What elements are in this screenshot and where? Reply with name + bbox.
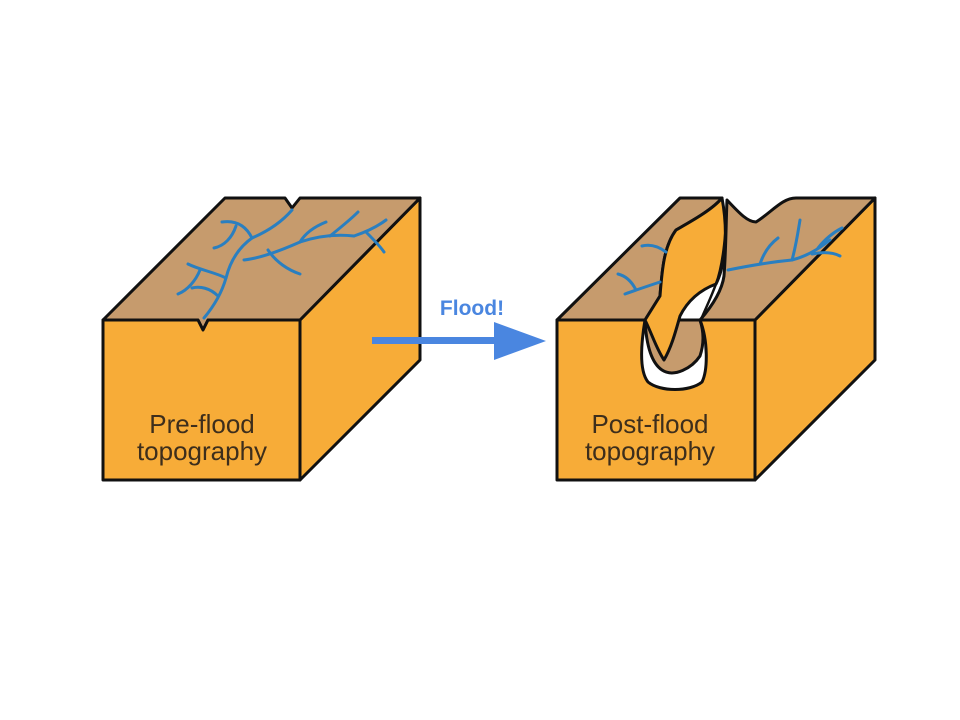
pre-flood-label-line2: topography: [137, 436, 267, 466]
post-flood-label-line2: topography: [585, 436, 715, 466]
flood-arrow-head: [494, 322, 546, 360]
flood-arrow-label: Flood!: [440, 297, 504, 320]
post-flood-river-network: [616, 218, 844, 296]
flood-arrow: Flood!: [372, 297, 546, 360]
pre-flood-block: Pre-flood topography: [101, 196, 422, 482]
post-flood-block: Post-flood topography: [555, 196, 877, 482]
post-flood-canyon-inner-edge: [698, 199, 729, 323]
pre-flood-label-line1: Pre-flood: [149, 409, 255, 439]
post-flood-front-face: [555, 318, 757, 482]
flood-arrow-shaft: [372, 337, 502, 344]
post-flood-label-line1: Post-flood: [591, 409, 708, 439]
pre-flood-front-face: [101, 318, 302, 482]
pre-flood-river-network: [176, 208, 388, 320]
